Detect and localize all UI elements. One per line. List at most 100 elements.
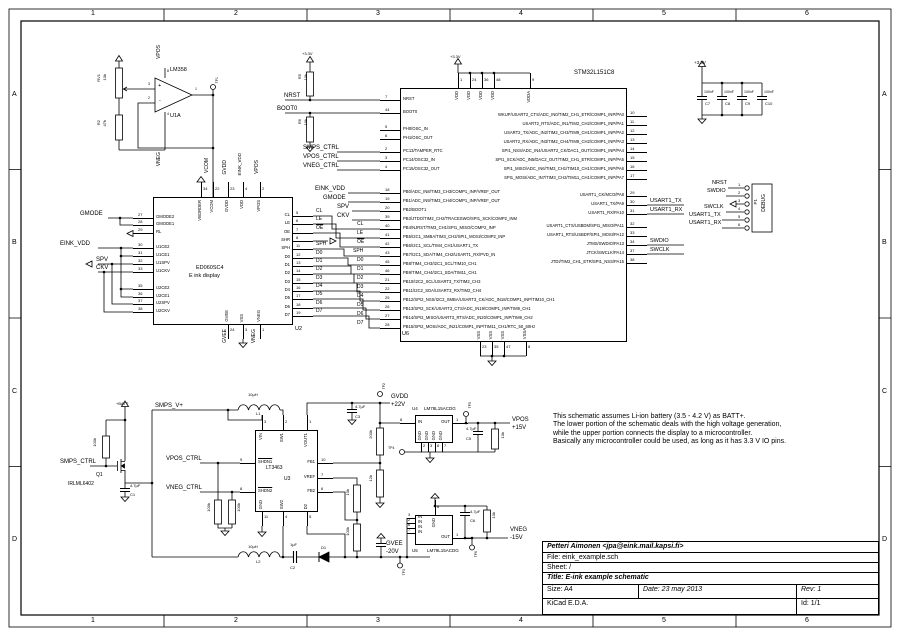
pin-stub	[627, 115, 647, 117]
pin-number: 31	[138, 249, 143, 255]
pin-name: PB11/I2C2_SDA/USART3_RX/TIM2_CH4	[403, 288, 482, 294]
resistor-200k	[376, 427, 384, 456]
pin-name: PC14/OSC32_IN	[403, 157, 435, 163]
pin-number: 2	[408, 516, 411, 522]
label-2: 2	[738, 190, 741, 195]
label-47k: 47k	[102, 120, 107, 127]
pin-stub	[400, 422, 415, 424]
pin-stub	[306, 512, 308, 526]
frame-row-label-a: A	[12, 91, 17, 98]
pin-name: VDD	[490, 91, 496, 100]
pin-name: LE	[284, 220, 290, 226]
label-1: 1	[738, 182, 741, 187]
label-100k: 100k	[92, 438, 97, 447]
pin-number: 21	[385, 276, 390, 282]
pin-name: U1CKV	[156, 268, 170, 274]
pin-stub	[293, 215, 313, 217]
label-d6: D6	[357, 311, 364, 317]
title-block-rev: Rev: 1	[796, 585, 878, 598]
label-usart1-tx: USART1_TX	[689, 212, 721, 218]
pin-stub	[479, 342, 481, 356]
pin-name: OUT	[441, 534, 450, 540]
pin-number: 47	[506, 344, 511, 349]
label-lt3463: LT3463	[266, 465, 283, 471]
pin-stub	[627, 169, 647, 171]
debug-connector	[722, 183, 773, 233]
pin-stub	[627, 133, 647, 135]
pin-name: PB15/SPI2_MOSI/ADC_IN21/COMP1_INP/TIM11_…	[403, 324, 536, 330]
pin-number: 6	[321, 485, 324, 491]
pin-name: GND	[258, 499, 264, 509]
pin-number: 38	[138, 305, 143, 311]
label-3-3v: +3.3V	[450, 54, 461, 59]
pin-stub	[493, 73, 495, 88]
pin-number: 1	[456, 416, 459, 422]
pin-number: 38	[630, 256, 635, 262]
potentiometer-rv1	[115, 67, 123, 99]
frame-row-label-d: D	[12, 536, 18, 543]
pin-stub	[627, 151, 647, 153]
pin-number: 2	[285, 419, 288, 424]
pin-stub	[133, 303, 153, 305]
pin-name: OE	[283, 229, 290, 235]
label-nrst: NRST	[284, 93, 301, 99]
label-u4: U4	[412, 406, 418, 411]
pin-number: 41	[385, 231, 390, 237]
title-block-title: Title: E-ink example schematic	[543, 573, 878, 585]
label-le: LE	[357, 230, 364, 236]
label-10-h: 10µH	[248, 392, 258, 397]
pin-name: PB5/I2C1_SMBA/TIM3_CH2/SPI1_MOSI/COMP2_I…	[403, 234, 506, 240]
pin-stub	[380, 228, 400, 230]
label-swclk: SWCLK	[650, 247, 670, 253]
pin-number: 27	[138, 211, 143, 217]
label-d6: D6	[316, 300, 323, 306]
frame-column-label-3: 3	[376, 10, 380, 17]
pin-name: VSS	[500, 330, 506, 339]
pin-number: 33	[630, 229, 635, 235]
frame-row-label-d: D	[882, 536, 888, 543]
pin-number: 1	[456, 531, 459, 537]
pin-stub	[293, 257, 313, 259]
label-u5: U5	[412, 548, 418, 553]
label-d3: D3	[357, 284, 364, 290]
opamp-circuit	[115, 61, 214, 197]
pin-name: IN	[418, 529, 423, 535]
pin-name: SHR	[281, 237, 290, 243]
diode-d1-body	[318, 551, 330, 563]
label-tp6: TP6	[474, 551, 478, 558]
tp5-circle	[463, 411, 469, 417]
pin-stub	[407, 522, 415, 524]
pin-stub	[293, 298, 313, 300]
label-d4: D4	[357, 293, 364, 299]
pin-number: 32	[630, 220, 635, 226]
label-vneg-ctrl: VNEG_CTRL	[303, 163, 340, 169]
pin-number: 37	[138, 297, 143, 303]
pin-number: 13	[296, 259, 301, 265]
label-d4: D4	[316, 283, 323, 289]
pin-stub	[293, 232, 313, 234]
label-eink-vdd: EINK_VDD	[315, 186, 346, 192]
pin-number: 1	[262, 327, 265, 332]
resistor-r5	[306, 71, 314, 97]
label-ckv: CKV	[337, 213, 350, 219]
pin-name: VDD	[239, 200, 245, 209]
frame-row-label-b: B	[882, 239, 887, 246]
label-22v: +22V	[391, 402, 406, 408]
label-200k: 200k	[368, 430, 373, 439]
pin-stub	[407, 527, 415, 529]
pin-number: 2	[385, 145, 388, 151]
pin-number: 6	[437, 443, 440, 448]
pin-stub	[525, 342, 527, 356]
frame-column-label-6: 6	[805, 617, 809, 624]
decoupling-caps	[697, 66, 767, 119]
pin-stub	[133, 224, 153, 226]
pin-number: 17	[630, 172, 635, 178]
mosfet-q1	[117, 459, 125, 473]
pin-stub	[318, 491, 333, 493]
pin-number: 15	[296, 276, 301, 282]
pin-number: 34	[203, 186, 208, 191]
pin-name: SPI1_MISO/ADC_IN6/TIM3_CH1/TIM10_CH1/COM…	[503, 166, 624, 172]
label-d7: D7	[316, 308, 323, 314]
pin-number: 3	[245, 327, 248, 332]
pin-name: PB2/BOOT1	[403, 207, 427, 213]
